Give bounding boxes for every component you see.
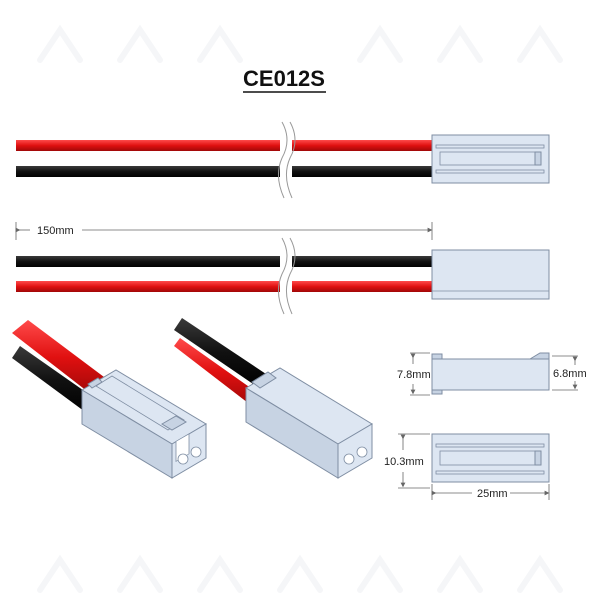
bottom-cable-assembly (16, 237, 550, 315)
height-b-label: 6.8mm (553, 368, 587, 380)
break-mark (278, 237, 288, 315)
contact-hole (177, 453, 189, 465)
title: CE012S (243, 66, 325, 91)
black-wire (292, 256, 434, 267)
latch-tab (534, 450, 542, 466)
connector-housing-front (337, 423, 373, 479)
length-dimension: 150mm (15, 222, 433, 240)
contact-hole (190, 446, 202, 458)
height-a-label: 7.8mm (397, 369, 431, 381)
side-profile-view: 7.8mm 6.8mm (397, 352, 587, 396)
red-wire (292, 140, 434, 151)
height-c-label: 10.3mm (384, 456, 424, 468)
top-profile-view: 10.3mm 25mm (384, 433, 550, 500)
break-mark (286, 121, 296, 199)
connector-perspective-left (12, 320, 207, 479)
connector-side-profile (431, 358, 550, 391)
length-label: 150mm (37, 225, 74, 237)
width-label: 25mm (477, 488, 508, 500)
latch-tab (534, 151, 542, 166)
red-wire (12, 320, 108, 395)
top-cable-assembly (16, 121, 550, 199)
black-wire (292, 166, 434, 177)
break-mark (278, 121, 288, 199)
connector-housing (431, 134, 550, 184)
break-mark (286, 237, 296, 315)
red-wire (292, 281, 434, 292)
connector-perspective-right (174, 318, 373, 479)
connector-top-profile (431, 433, 550, 483)
red-wire (16, 140, 280, 151)
latch-ramp (528, 352, 550, 360)
contact-hole (343, 453, 355, 465)
red-wire (16, 281, 280, 292)
connector-housing (431, 249, 550, 300)
black-wire (174, 318, 266, 386)
black-wire (16, 166, 280, 177)
red-wire (174, 338, 262, 406)
latch-tab (161, 415, 187, 431)
black-wire (12, 346, 100, 414)
watermark-pattern (37, 24, 563, 593)
black-wire (16, 256, 280, 267)
contact-hole (356, 446, 368, 458)
